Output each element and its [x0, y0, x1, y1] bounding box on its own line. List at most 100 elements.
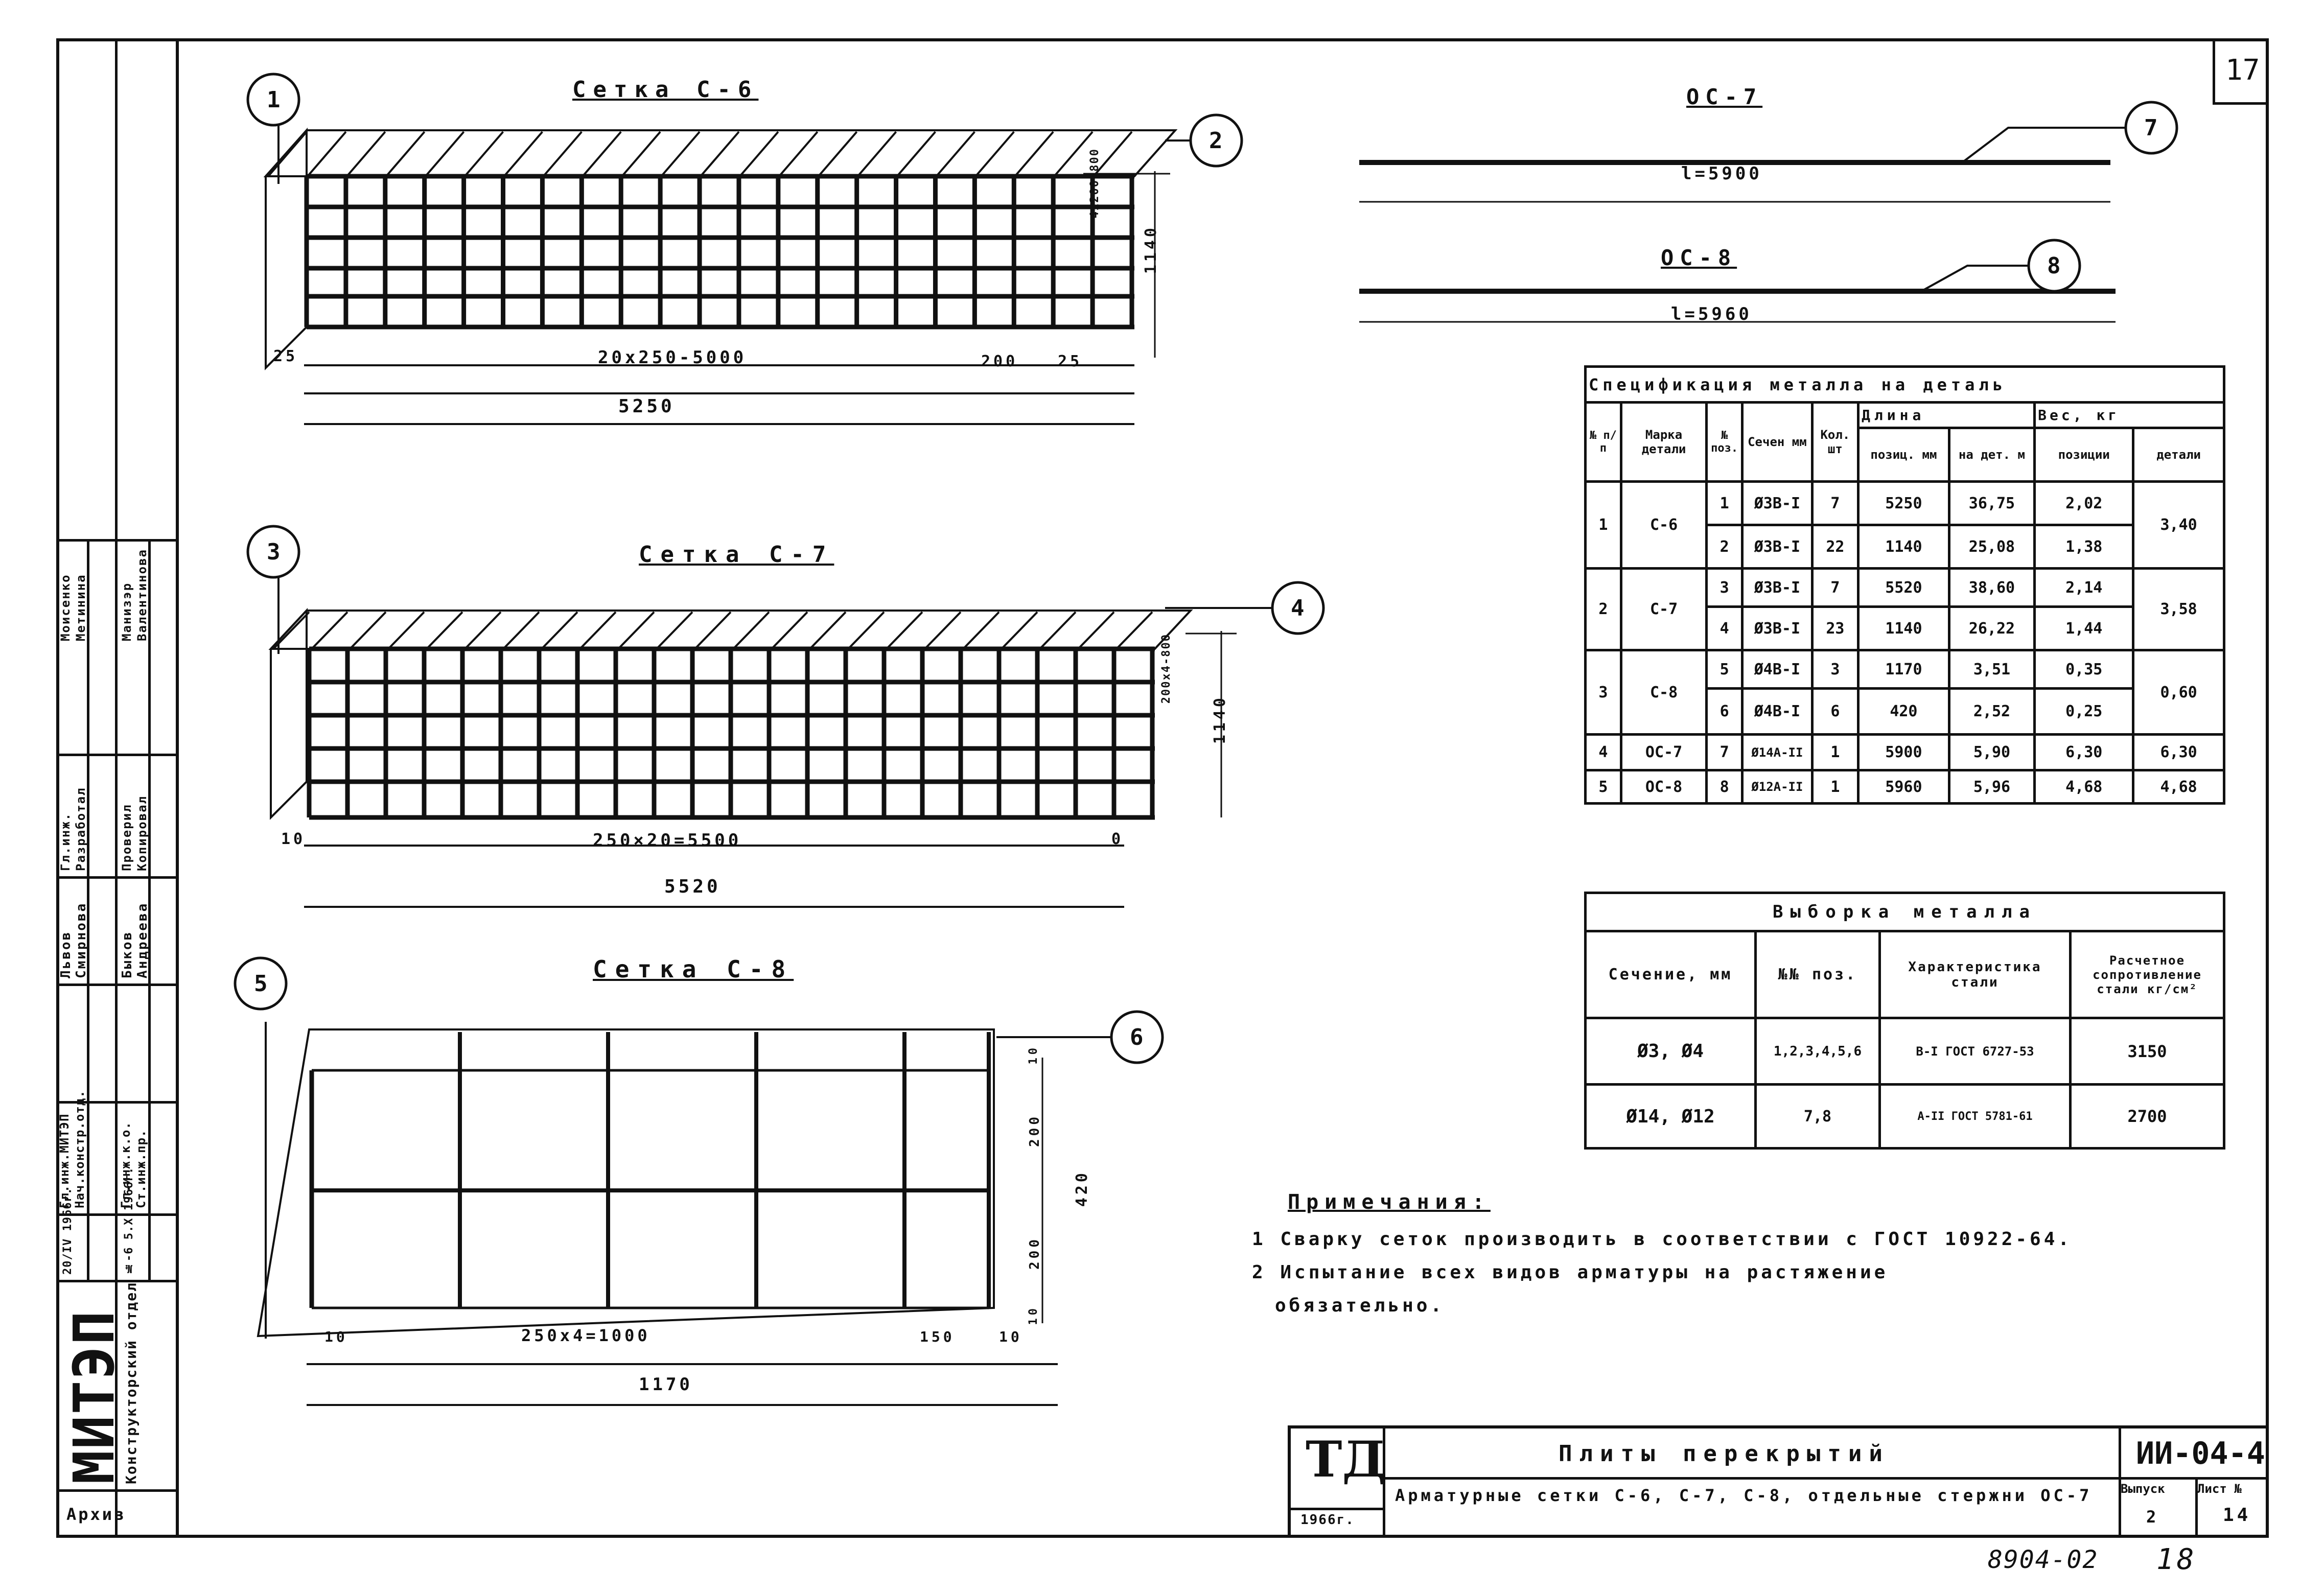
callout-label: 5 — [254, 971, 271, 997]
mesh-bar — [1093, 131, 1133, 177]
spec-cell: 5 — [1705, 649, 1744, 690]
spec-cell: Ø3В-I — [1741, 567, 1814, 608]
mesh-bar — [502, 611, 540, 650]
title-sheet-label: Лист № — [2197, 1482, 2242, 1496]
spec-cell: Ø4В-I — [1741, 649, 1814, 690]
mesh-bar — [896, 131, 936, 177]
mesh-bar — [426, 611, 463, 650]
spec-cell: Ø3В-I — [1741, 605, 1814, 651]
mesh-bar — [311, 611, 348, 650]
mesh-bar — [503, 131, 543, 177]
drawing-frame — [56, 38, 2269, 1538]
dim-spacing: 250х4=1000 — [521, 1326, 650, 1345]
mesh-bar — [541, 611, 578, 650]
callout-label: 4 — [1291, 595, 1308, 621]
spec-cell: 0,35 — [2033, 649, 2135, 690]
spec-cell: 6 — [1810, 687, 1860, 736]
spec-cell: 0,60 — [2132, 649, 2225, 736]
spec-header: Сечен мм — [1741, 401, 1814, 483]
selection-cell: 7,8 — [1754, 1083, 1881, 1150]
spec-cell: Ø14А-II — [1741, 733, 1814, 771]
title-issue-value: 2 — [2146, 1507, 2159, 1527]
mesh-bar — [582, 131, 622, 177]
mesh-bar — [974, 131, 1015, 177]
mesh-bar — [1077, 611, 1115, 650]
spec-cell: 5 — [1584, 769, 1622, 805]
mesh-bar — [579, 611, 617, 650]
mesh-c6-drawing — [263, 127, 1178, 425]
spec-cell: 3 — [1584, 649, 1622, 736]
bar-length: l=5960 — [1671, 304, 1752, 324]
bar-drawings — [1359, 127, 2126, 323]
mesh-bar — [739, 131, 779, 177]
mesh-bar — [771, 611, 808, 650]
spec-header: Длина — [1857, 401, 2036, 429]
mesh-bar — [924, 611, 962, 650]
callout-label: 8 — [2047, 253, 2064, 279]
leader-lines — [265, 115, 1277, 1339]
spec-table: Спецификация металла на деталь № п/п Мар… — [1584, 365, 2225, 805]
spec-cell: 25,08 — [1947, 524, 2036, 570]
spec-cell: 1 — [1584, 480, 1622, 570]
spec-cell: 2,02 — [2033, 480, 2135, 526]
spec-cell: 5250 — [1857, 480, 1950, 526]
title-subtitle: Арматурные сетки С-6, С-7, С-8, отдельны… — [1395, 1486, 2093, 1505]
spec-cell: 5,96 — [1947, 769, 2036, 805]
spec-cell: 2 — [1705, 524, 1744, 570]
dim-height: 200 — [1027, 1114, 1042, 1147]
mesh-bar — [621, 131, 661, 177]
callout-label: 3 — [267, 539, 284, 565]
mesh-title: Сетка С-6 — [572, 77, 759, 103]
mesh-bar — [1014, 131, 1054, 177]
mesh-bar — [886, 611, 923, 650]
spec-cell: С-6 — [1619, 480, 1708, 570]
sheet-number: 17 — [2225, 54, 2260, 87]
title-main: Плиты перекрытий — [1559, 1441, 1890, 1467]
spec-header: позиции — [2033, 427, 2135, 483]
spec-header: № поз. — [1705, 401, 1744, 483]
callout-label: 2 — [1209, 128, 1226, 154]
bar-length: l=5900 — [1681, 163, 1762, 184]
left-stamp-column: МИТЭП Конструкторский отдел Архив Гл.инж… — [56, 38, 179, 1538]
mesh-c8-drawing — [257, 1028, 1058, 1406]
mesh-bar — [935, 131, 975, 177]
mesh-bar — [660, 131, 701, 177]
spec-cell: 8 — [1705, 769, 1744, 805]
sheet-number-box — [2213, 38, 2269, 105]
title-doc-number: ИИ-04-4 — [2136, 1436, 2265, 1471]
spec-cell: 3,51 — [1947, 649, 2036, 690]
mesh-title: Сетка С-7 — [639, 542, 834, 568]
mesh-bar — [1115, 611, 1153, 650]
dim-height: 200 — [1027, 1236, 1042, 1270]
spec-cell: С-8 — [1619, 649, 1708, 736]
dim-edge: 0 — [1111, 830, 1124, 848]
title-issue-label: Выпуск — [2121, 1482, 2165, 1496]
mesh-bar — [387, 611, 425, 650]
selection-header: Сечение, мм — [1584, 930, 1757, 1019]
mesh-bar — [732, 611, 770, 650]
mesh-bar — [778, 131, 819, 177]
dim-edge: 200 — [981, 353, 1018, 370]
selection-cell: В-I ГОСТ 6727-53 — [1878, 1017, 2072, 1086]
dim-edge: 25 — [273, 347, 298, 365]
spec-cell: 2,52 — [1947, 687, 2036, 736]
mesh-bar — [349, 611, 387, 650]
mesh-bar — [656, 611, 693, 650]
mesh-bar — [847, 611, 885, 650]
mesh-bar — [617, 611, 655, 650]
spec-cell: 5960 — [1857, 769, 1950, 805]
spec-cell: 23 — [1810, 605, 1860, 651]
spec-cell: 5,90 — [1947, 733, 2036, 771]
mesh-bar — [425, 131, 465, 177]
dim-spacing: 20х250-5000 — [598, 347, 747, 368]
callout-label: 1 — [267, 87, 284, 113]
dim-height: 1140 — [1211, 695, 1229, 744]
spec-cell: Ø4В-I — [1741, 687, 1814, 736]
spec-cell: Ø12А-II — [1741, 769, 1814, 805]
spec-header: № п/п — [1584, 401, 1622, 483]
bar-title: ОС-8 — [1661, 245, 1737, 270]
spec-cell: 420 — [1857, 687, 1950, 736]
spec-cell: 5900 — [1857, 733, 1950, 771]
dim-spacing: 250×20=5500 — [593, 830, 742, 851]
